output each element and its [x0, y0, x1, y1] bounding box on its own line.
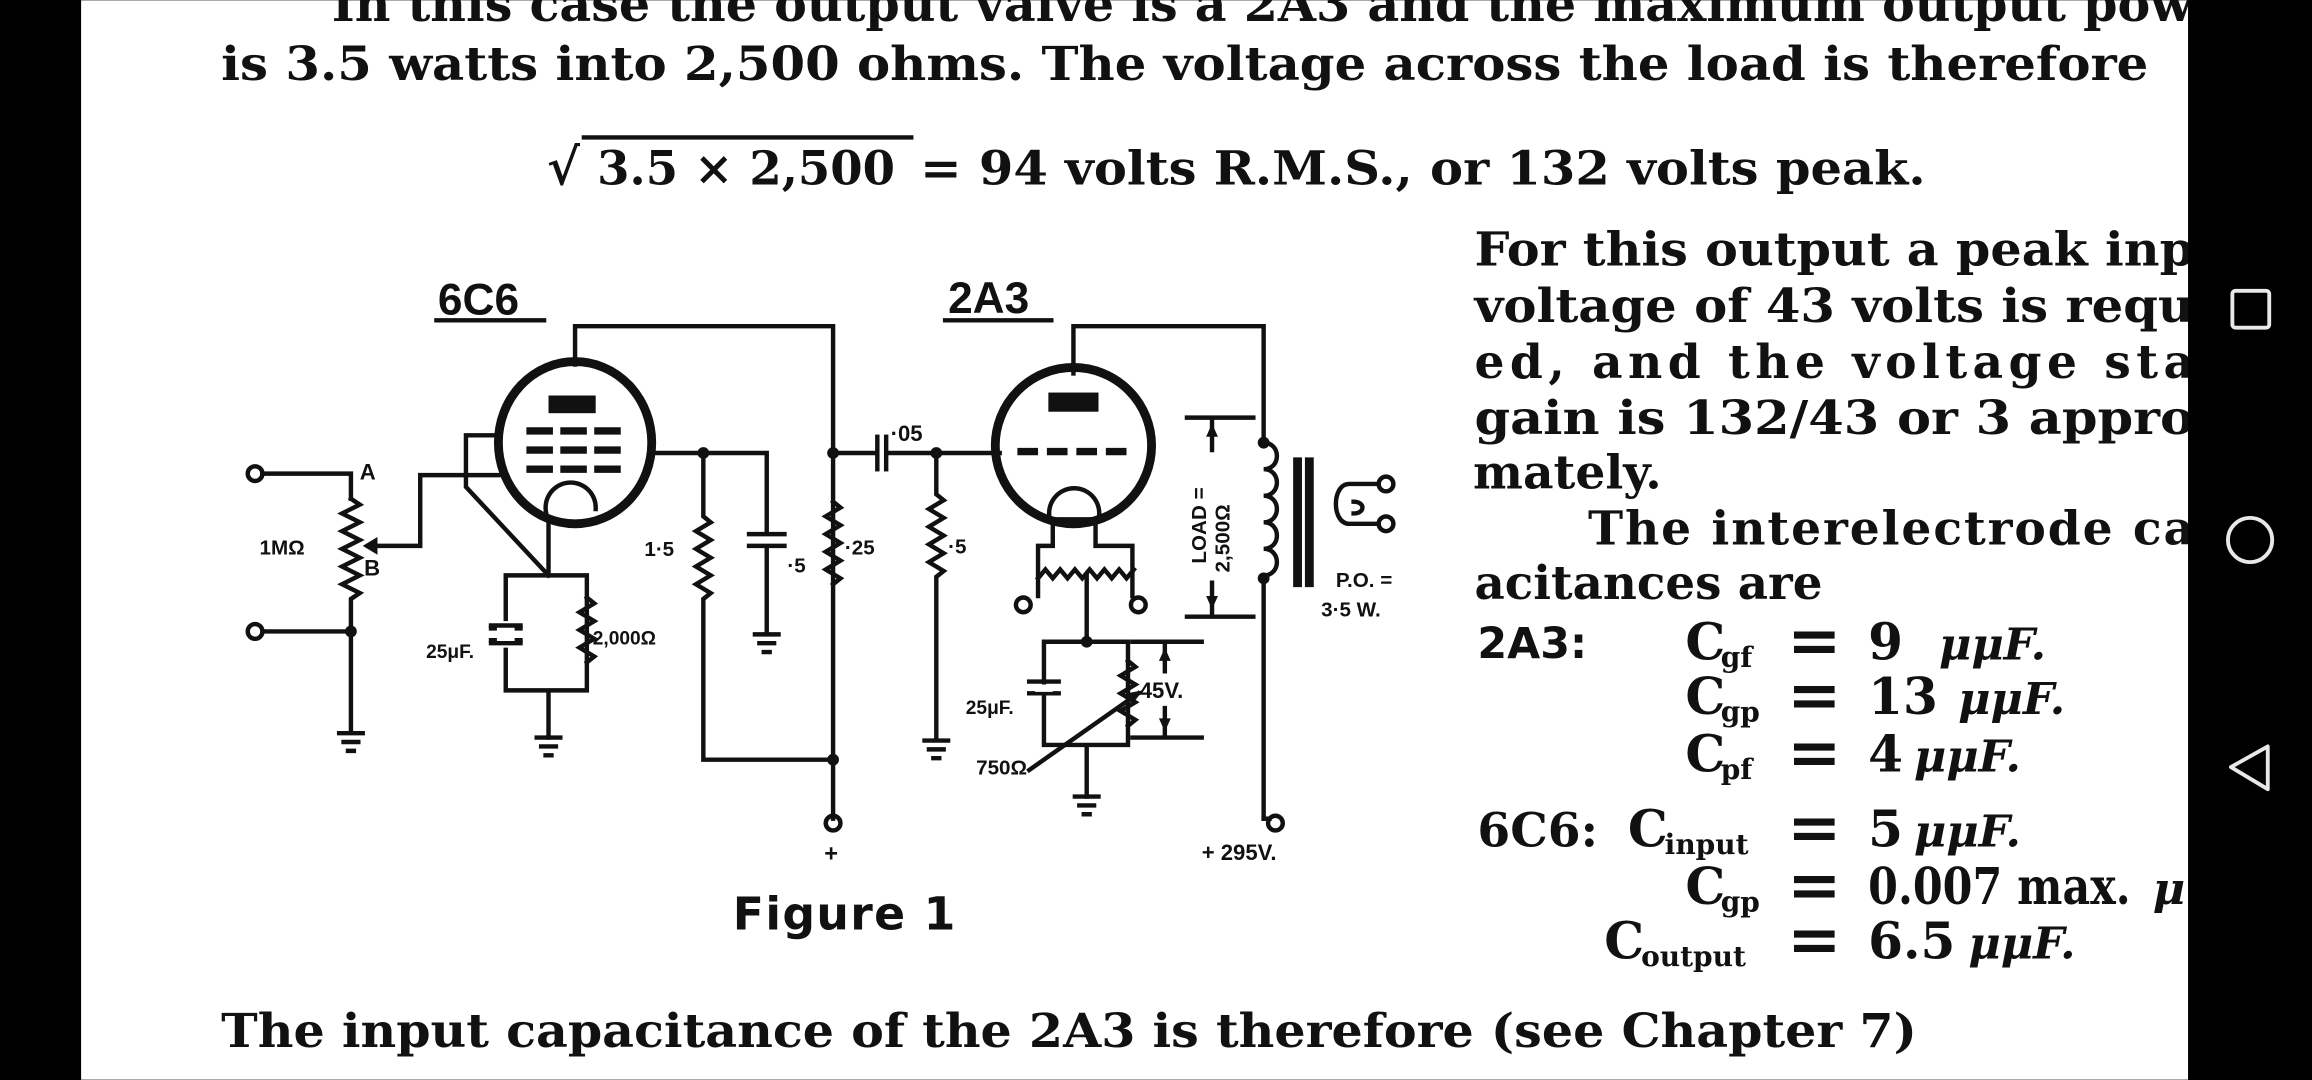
svg-text:9: 9 — [1868, 612, 1903, 671]
label-b: B — [364, 555, 380, 580]
label-plate-res: ·25 — [845, 537, 875, 560]
svg-text:13: 13 — [1868, 667, 1938, 726]
right-line: voltage of 43 volts is requ — [1473, 279, 2194, 334]
cap-row: C output = 6.5 μμF. — [1604, 902, 2075, 978]
svg-text:=: = — [1787, 602, 1841, 678]
radical-sign: √ — [547, 138, 580, 197]
label-a: A — [360, 460, 376, 485]
svg-text:C: C — [1685, 857, 1725, 916]
label-6c6: 6C6 — [438, 275, 519, 324]
right-line: acitances are — [1474, 556, 1822, 611]
label-grid-res: ·5 — [948, 535, 966, 558]
label-pot: 1MΩ — [260, 537, 305, 560]
label-cathode-res-1: 2,000Ω — [593, 629, 656, 650]
svg-text:gf: gf — [1721, 641, 1755, 674]
cap-row: C input = 5 μμF. — [1628, 790, 2021, 866]
svg-text:=: = — [1787, 902, 1841, 978]
cap-row: C gp = 0.007 max. μ — [1685, 847, 2185, 923]
cap-row: C gp = 13 μμF. — [1685, 657, 2065, 733]
label-load-value: 2,500Ω — [1212, 504, 1235, 572]
svg-text:C: C — [1685, 724, 1725, 783]
recents-square-icon[interactable] — [2230, 288, 2272, 330]
label-bias: 45V. — [1140, 678, 1183, 703]
label-coupling-cap: ·05 — [891, 421, 923, 446]
home-circle-icon[interactable] — [2226, 515, 2275, 565]
label-plus: + — [824, 840, 838, 866]
formula: √ 3.5 × 2,500 = 94 volts R.M.S., or 132 … — [547, 135, 1926, 197]
tube-label-6c6: 6C6: — [1477, 804, 1598, 859]
right-line: ed, and the voltage sta — [1474, 335, 2194, 390]
label-cathode-res-2: 750Ω — [976, 756, 1027, 779]
svg-text:μ: μ — [2153, 863, 2185, 915]
tube-label-2a3: 2A3: — [1477, 619, 1587, 669]
svg-text:4: 4 — [1868, 724, 1903, 783]
svg-text:C: C — [1685, 667, 1725, 726]
cap-row: C gf = 9 μμF. — [1685, 602, 2046, 678]
svg-text:μμF.: μμF. — [1914, 730, 2021, 782]
svg-text:μμF.: μμF. — [1958, 673, 2065, 725]
svg-text:pf: pf — [1721, 753, 1755, 786]
svg-text:=: = — [1787, 790, 1841, 866]
navigation-bar — [2188, 0, 2312, 1080]
svg-text:C: C — [1685, 612, 1725, 671]
right-line: mately. — [1473, 445, 1662, 500]
label-power-output: P.O. = — [1336, 569, 1392, 592]
label-cathode-cap-1: 25μF. — [426, 642, 474, 663]
text-line-1: is 3.5 watts into 2,500 ohms. The voltag… — [221, 37, 2148, 92]
radicand: 3.5 × 2,500 — [597, 142, 895, 197]
svg-text:=: = — [1787, 714, 1841, 790]
svg-text:0.007 max.: 0.007 max. — [1868, 857, 2130, 916]
svg-text:=: = — [1787, 847, 1841, 923]
label-hv: + 295V. — [1202, 840, 1277, 865]
svg-text:μμF.: μμF. — [1914, 806, 2021, 858]
label-cathode-cap-2: 25μF. — [966, 698, 1014, 719]
svg-text:6.5: 6.5 — [1868, 912, 1955, 971]
right-column-text: For this output a peak inp voltage of 43… — [1473, 223, 2194, 611]
svg-text:μμF.: μμF. — [1939, 618, 2046, 670]
label-load: LOAD = — [1188, 487, 1211, 563]
back-triangle-icon[interactable] — [2228, 744, 2270, 792]
cap-row: C pf = 4 μμF. — [1685, 714, 2021, 790]
label-screen-cap: ·5 — [787, 554, 805, 577]
circuit-diagram: 6C6 + A 1MΩ B 25μF. 2,000 — [245, 274, 1396, 866]
left-black-bar — [0, 0, 82, 1080]
right-line: gain is 132/43 or 3 appro — [1474, 391, 2194, 446]
label-2a3: 2A3 — [948, 274, 1029, 323]
svg-text:input: input — [1665, 828, 1749, 861]
svg-text:C: C — [1604, 912, 1644, 971]
svg-text:gp: gp — [1721, 886, 1760, 919]
right-line: For this output a peak inp — [1474, 223, 2194, 278]
figure-caption: Figure 1 — [733, 887, 956, 940]
label-power-value: 3·5 W. — [1321, 599, 1381, 622]
text-bottom-line: The input capacitance of the 2A3 is ther… — [221, 1004, 1917, 1059]
right-line: The interelectrode ca — [1588, 501, 2194, 556]
page[interactable] — [81, 0, 2189, 1080]
svg-text:μμF.: μμF. — [1968, 918, 2075, 970]
svg-text:output: output — [1641, 940, 1746, 973]
label-screen-res: 1·5 — [644, 538, 674, 561]
capacitance-table: 2A3: 6C6: C gf = 9 μμF. C gp = 13 μμF. C… — [1477, 602, 2185, 977]
svg-text:=: = — [1787, 657, 1841, 733]
text-line-0: In this case the output valve is a 2A3 a… — [332, 0, 2194, 33]
svg-text:C: C — [1628, 800, 1668, 859]
svg-text:gp: gp — [1721, 695, 1760, 728]
formula-result: = 94 volts R.M.S., or 132 volts peak. — [920, 142, 1926, 197]
svg-text:5: 5 — [1868, 800, 1903, 859]
